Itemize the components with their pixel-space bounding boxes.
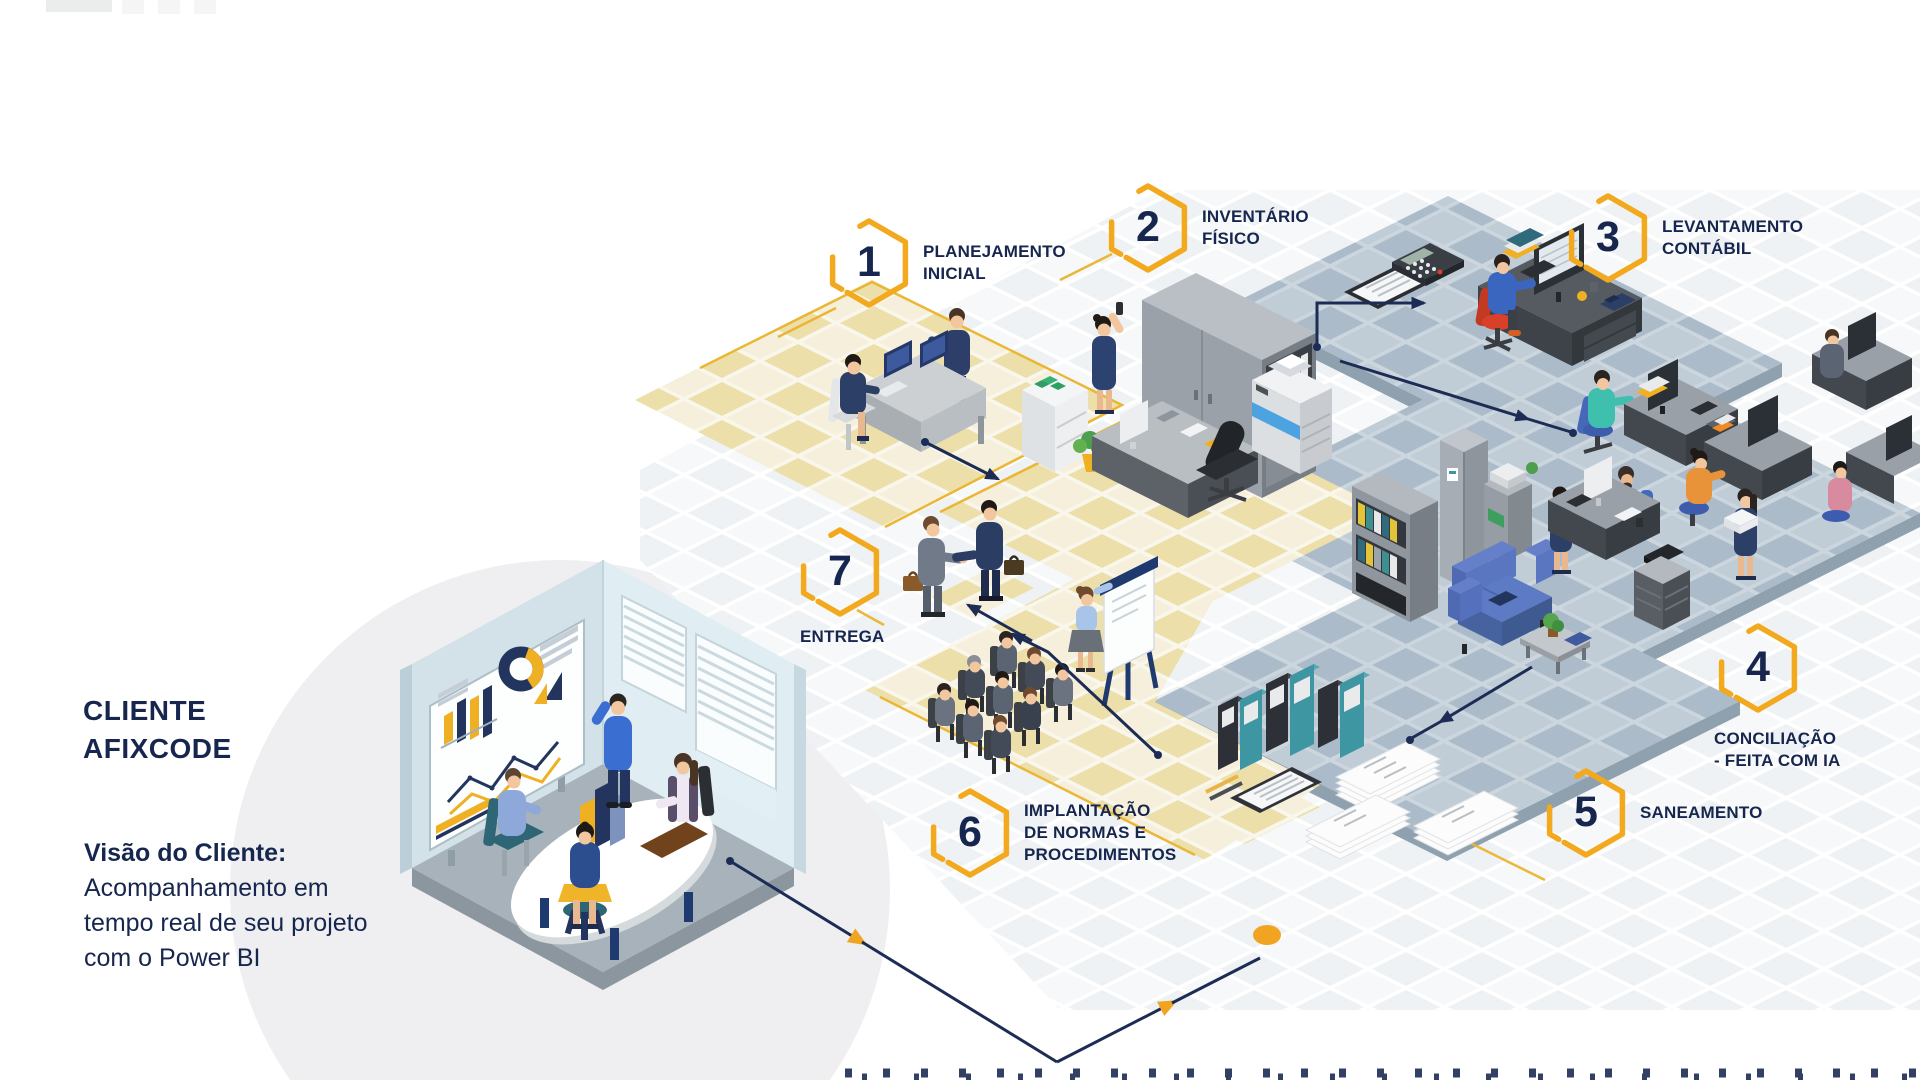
step-label: INVENTÁRIO FÍSICO bbox=[1202, 207, 1309, 248]
donut-chart-icon bbox=[498, 646, 544, 692]
scene-entrega-handshake bbox=[903, 500, 1024, 617]
step-label: CONCILIAÇÃO - FEITA COM IA bbox=[1714, 729, 1841, 770]
audience bbox=[928, 631, 1073, 774]
client-view-body: Acompanhamento em tempo real de seu proj… bbox=[84, 874, 368, 972]
hexagon-badge-icon: 7 bbox=[790, 522, 890, 622]
scene-planejamento-inicial bbox=[828, 308, 1088, 472]
scene-saneamento-documentos bbox=[1205, 664, 1520, 860]
hexagon-badge-icon: 5 bbox=[1536, 763, 1636, 863]
step-4-conciliacao: 4 CONCILIAÇÃO - FEITA COM IA bbox=[1708, 618, 1840, 770]
step-number: 6 bbox=[958, 807, 982, 856]
hexagon-badge-icon: 3 bbox=[1558, 188, 1658, 288]
scene-conciliacao-office bbox=[1352, 312, 1920, 674]
step-number: 1 bbox=[857, 237, 881, 286]
hexagon-badge-icon: 6 bbox=[920, 783, 1020, 883]
flow-connectors bbox=[921, 296, 1577, 759]
client-view-heading: Visão do Cliente: bbox=[84, 839, 287, 867]
step-number: 4 bbox=[1746, 642, 1770, 691]
step-number: 2 bbox=[1136, 202, 1160, 251]
gold-endpoint-dot bbox=[1253, 925, 1281, 945]
step-number: 5 bbox=[1574, 787, 1598, 836]
scene-levantamento-contabil bbox=[1344, 223, 1642, 366]
powerbi-feed-line bbox=[726, 857, 1281, 1064]
cutoff-text-row bbox=[845, 1068, 1920, 1080]
screen-edge-artifact bbox=[46, 0, 216, 14]
window-blinds bbox=[621, 594, 777, 822]
step-6-implantacao: 6 IMPLANTAÇÃO DE NORMAS E PROCEDIMENTOS bbox=[920, 783, 1176, 883]
meeting-people bbox=[483, 693, 715, 940]
scene-implantacao-treinamento bbox=[928, 556, 1159, 774]
step-1-planejamento: 1 PLANEJAMENTO INICIAL bbox=[819, 213, 1066, 313]
step-label: IMPLANTAÇÃO DE NORMAS E PROCEDIMENTOS bbox=[1024, 801, 1177, 864]
client-title-line2: AFIXCODE bbox=[83, 733, 232, 764]
step-number: 3 bbox=[1596, 212, 1620, 261]
step-5-saneamento: 5 SANEAMENTO bbox=[1536, 763, 1762, 863]
step-label: LEVANTAMENTO CONTÁBIL bbox=[1662, 217, 1804, 258]
hexagon-badge-icon: 4 bbox=[1708, 618, 1808, 718]
step-number: 7 bbox=[828, 546, 852, 595]
client-title: CLIENTE AFIXCODE bbox=[83, 692, 232, 768]
scene-inventario-fisico bbox=[1073, 273, 1332, 518]
step-7-entrega: 7 ENTREGA bbox=[790, 522, 890, 646]
dashboard-screen bbox=[429, 618, 585, 866]
client-title-line1: CLIENTE bbox=[83, 695, 207, 726]
client-view-text: Visão do Cliente: Acompanhamento em temp… bbox=[84, 836, 454, 976]
hexagon-badge-icon: 2 bbox=[1098, 178, 1198, 278]
step-label: SANEAMENTO bbox=[1640, 803, 1763, 822]
meeting-room-illustration bbox=[400, 560, 806, 990]
sofa bbox=[1448, 539, 1558, 654]
hexagon-badge-icon: 1 bbox=[819, 213, 919, 313]
step-label: ENTREGA bbox=[800, 627, 885, 646]
step-label: PLANEJAMENTO INICIAL bbox=[923, 242, 1066, 283]
step-3-levantamento: 3 LEVANTAMENTO CONTÁBIL bbox=[1558, 188, 1803, 288]
step-2-inventario: 2 INVENTÁRIO FÍSICO bbox=[1098, 178, 1309, 278]
